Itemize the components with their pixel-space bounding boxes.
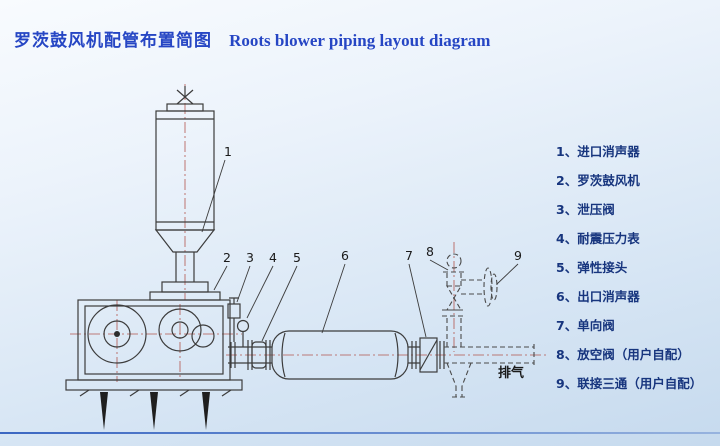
legend: 1、进口消声器 2、罗茨鼓风机 3、泄压阀 4、耐震压力表 5、弹性接头 6、出…: [556, 142, 702, 403]
callout-leaders: [201, 159, 519, 342]
bottom-divider: [0, 432, 720, 434]
legend-item-3: 3、泄压阀: [556, 202, 615, 217]
legend-item-7: 7、单向阀: [556, 318, 615, 333]
inlet-silencer: [154, 86, 216, 282]
outlet-silencer: [271, 330, 409, 380]
vent-valve: [442, 253, 466, 347]
callout-8: 8: [426, 244, 434, 259]
callout-7: 7: [405, 248, 413, 263]
check-valve: [408, 337, 445, 373]
legend-item-5: 5、弹性接头: [556, 260, 628, 275]
legend-item-6: 6、出口消声器: [556, 289, 640, 304]
roots-blower: [65, 281, 243, 397]
discharge-pipe: [228, 340, 272, 370]
page-title-cn: 罗茨鼓风机配管布置简图: [14, 31, 212, 51]
relief-valve: [227, 297, 241, 342]
pressure-gauge: [236, 319, 250, 347]
legend-item-1: 1、进口消声器: [556, 144, 640, 159]
callout-2: 2: [223, 250, 231, 265]
legend-item-8: 8、放空阀（用户自配）: [556, 347, 690, 362]
callout-4: 4: [269, 250, 277, 265]
page-title-en: Roots blower piping layout diagram: [229, 31, 491, 50]
exhaust-label: 排气: [498, 365, 524, 381]
callout-9: 9: [514, 248, 522, 263]
legend-item-2: 2、罗茨鼓风机: [556, 173, 640, 188]
centerlines: [70, 84, 548, 382]
legend-item-4: 4、耐震压力表: [556, 231, 640, 246]
callout-6: 6: [341, 248, 349, 263]
page-header: 罗茨鼓风机配管布置简图 Roots blower piping layout d…: [14, 26, 490, 51]
callout-numbers: 1 2 3 4 5 6 7 8 9: [223, 144, 522, 265]
callout-1: 1: [224, 144, 232, 159]
legend-item-9: 9、联接三通（用户自配）: [556, 376, 703, 391]
callout-5: 5: [293, 250, 301, 265]
anchor-arrows: [100, 392, 210, 430]
callout-3: 3: [246, 250, 254, 265]
tee-connection: [444, 267, 535, 398]
